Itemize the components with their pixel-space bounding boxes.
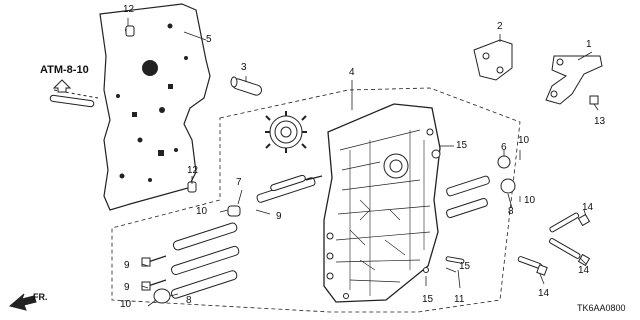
separator-plate: [99, 3, 211, 211]
callout-10: 10: [524, 195, 536, 206]
pin-3: [230, 76, 263, 96]
callout-10: 10: [196, 206, 208, 217]
callout-15: 15: [422, 294, 434, 305]
callout-14: 14: [578, 265, 590, 276]
callout-3: 3: [241, 62, 247, 73]
dowel-pin-12-top: [125, 25, 135, 37]
callout-7: 7: [236, 177, 242, 188]
assembly-outline: [111, 87, 521, 313]
bracket-1: [545, 55, 603, 105]
callout-5: 5: [206, 34, 212, 45]
callout-13: 13: [594, 116, 606, 127]
callout-9: 9: [276, 211, 282, 222]
callout-10: 10: [120, 299, 132, 310]
up-arrow-icon: [52, 79, 72, 93]
callout-10: 10: [518, 135, 530, 146]
callout-1: 1: [586, 39, 592, 50]
callout-11: 11: [454, 294, 465, 305]
bracket-2: [473, 39, 513, 81]
front-arrow-icon: [8, 293, 37, 311]
callout-15: 15: [459, 261, 471, 272]
callout-12: 12: [187, 165, 199, 176]
callout-8: 8: [508, 206, 514, 217]
leader-lines: [127, 18, 599, 307]
callout-9: 9: [124, 282, 130, 293]
spool-valves-right: [426, 128, 516, 219]
callout-9: 9: [124, 260, 130, 271]
callout-14: 14: [538, 288, 550, 299]
diagram-code: TK6AA0800: [577, 303, 626, 313]
callout-6: 6: [501, 142, 507, 153]
main-valve-body: [323, 103, 441, 303]
callout-4: 4: [349, 67, 355, 78]
callout-2: 2: [497, 21, 503, 32]
bolts: [445, 95, 599, 276]
front-direction-label: FR.: [33, 292, 48, 302]
gear: [265, 111, 307, 153]
reference-label: ATM-8-10: [40, 64, 89, 76]
callout-12: 12: [123, 4, 135, 15]
spool-valves-upper: [227, 174, 323, 217]
spool-valves-left: [141, 222, 240, 304]
callout-14: 14: [582, 202, 594, 213]
callout-8: 8: [186, 295, 192, 306]
dowel-pin-ref: [49, 89, 99, 108]
callout-15: 15: [456, 140, 468, 151]
